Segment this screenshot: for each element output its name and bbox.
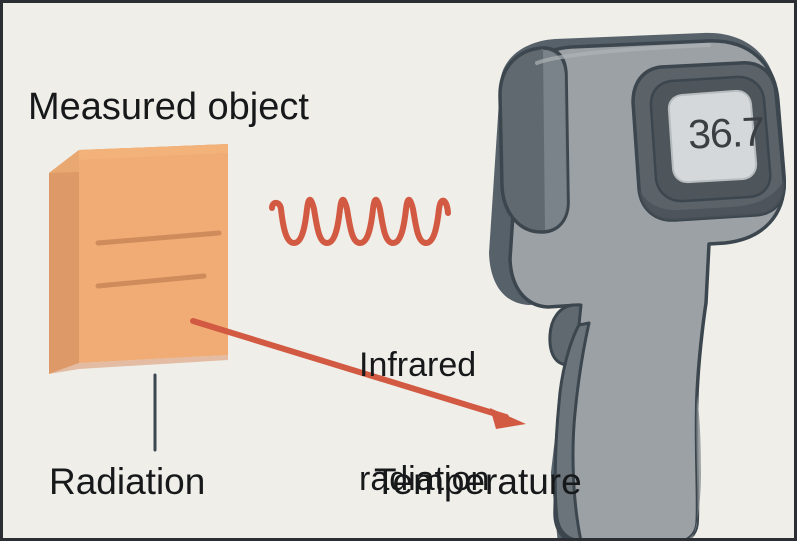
block-side-face	[49, 150, 79, 374]
scene-vector-art	[49, 32, 786, 538]
display-bezel-lower-shade	[639, 180, 785, 221]
thermometer-lower-shade	[689, 395, 701, 538]
temperature-arrow-shaft	[190, 318, 509, 420]
temperature-arrow	[190, 318, 526, 429]
block-line-2	[95, 273, 207, 289]
measured-object-block	[49, 144, 228, 374]
thermometer-display-value: 36.7	[687, 108, 765, 158]
thermometer-top-highlight	[535, 43, 711, 65]
block-line-1	[95, 230, 222, 246]
label-infrared-line-2: radiation	[359, 460, 490, 499]
label-temperature: Temperature	[374, 461, 582, 502]
temperature-arrow-head	[490, 408, 526, 429]
block-front-highlight	[79, 144, 228, 160]
infrared-wave-path	[269, 196, 451, 246]
lcd-screen	[667, 89, 758, 184]
thermometer-rear-highlight	[539, 49, 568, 230]
label-infrared-line-1: Infrared	[359, 346, 477, 385]
block-front-face	[79, 144, 228, 363]
thermometer-handle-shadow	[553, 321, 591, 538]
block-bottom-edge	[49, 355, 228, 374]
infrared-thermometer	[489, 32, 786, 538]
label-measured-object: Measured object	[28, 86, 309, 128]
infrared-wave	[269, 196, 451, 246]
label-radiation: Radiation	[49, 461, 206, 502]
label-infrared-radiation: Infrared radiation	[359, 270, 490, 538]
